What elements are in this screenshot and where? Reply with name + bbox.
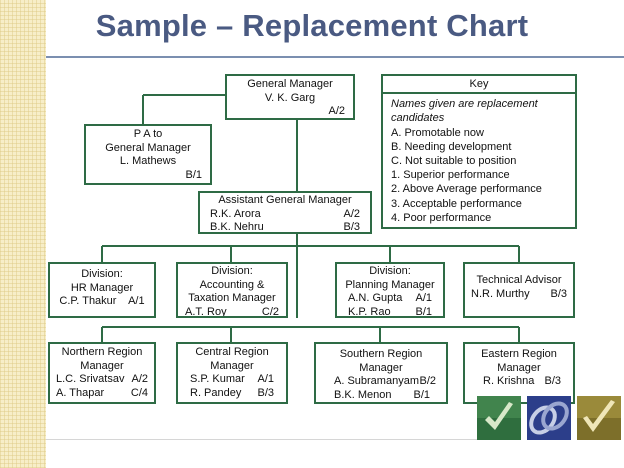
division-candidate-grade: A/1 xyxy=(128,295,145,307)
region-candidate-name: R. Krishna xyxy=(483,375,535,387)
division-candidate-grade: A/1 xyxy=(415,292,432,304)
decorative-logo-tiles xyxy=(477,396,621,440)
pa-grade: B/1 xyxy=(185,168,202,181)
box-key: Key Names given are replacement candidat… xyxy=(381,74,577,229)
region-candidate-grade: B/3 xyxy=(257,386,274,399)
agm-candidate: B.K. Nehru B/3 xyxy=(210,221,360,233)
region-candidate: R. Krishna B/3 xyxy=(477,375,561,389)
region-candidate-grade: A/1 xyxy=(257,373,274,385)
division-candidate-name: K.P. Rao xyxy=(348,305,391,318)
region-candidate-grade: B/3 xyxy=(544,375,561,387)
region-candidate: A. Thapar C/4 xyxy=(56,387,148,401)
region-line1: Northern Region xyxy=(61,346,143,358)
division-candidate-name: N.R. Murthy xyxy=(471,287,530,300)
division-candidate-grade: B/3 xyxy=(550,287,567,300)
region-candidate-grade: A/2 xyxy=(131,373,148,385)
box-southern-region: Southern Region Manager A. Subramanyam B… xyxy=(314,342,448,404)
region-candidate: S.P. Kumar A/1 xyxy=(190,373,274,387)
division-line1: Division: xyxy=(211,265,253,277)
region-line2: Manager xyxy=(497,361,541,374)
key-item: 2. Above Average performance xyxy=(391,183,542,196)
region-candidate: L.C. Srivatsav A/2 xyxy=(56,373,148,387)
division-candidate-name: A.N. Gupta xyxy=(348,292,403,304)
region-candidate-name: S.P. Kumar xyxy=(190,373,245,385)
agm-role: Assistant General Manager xyxy=(218,194,352,206)
key-item: 4. Poor performance xyxy=(391,211,492,224)
region-candidate: R. Pandey B/3 xyxy=(190,387,274,401)
box-general-manager: General Manager V. K. Garg A/2 xyxy=(225,74,355,120)
division-line1: Technical Advisor xyxy=(476,274,562,286)
region-candidate-grade: B/2 xyxy=(419,375,436,387)
region-candidate-name: A. Thapar xyxy=(56,386,105,399)
gm-name: V. K. Garg xyxy=(264,91,316,104)
region-candidate: A. Subramanyam B/2 xyxy=(326,375,436,389)
agm-candidate-grade: A/2 xyxy=(343,207,360,220)
box-division-accounting: Division: Accounting & Taxation Manager … xyxy=(176,262,288,318)
checkmark-icon xyxy=(477,396,521,440)
region-candidate-name: L.C. Srivatsav xyxy=(56,373,125,385)
agm-candidate-name: B.K. Nehru xyxy=(210,221,264,233)
box-division-planning: Division: Planning Manager A.N. Gupta A/… xyxy=(335,262,445,318)
box-assistant-gm: Assistant General Manager R.K. Arora A/2… xyxy=(198,191,372,234)
footer-divider xyxy=(46,439,486,440)
division-line1: Division: xyxy=(81,268,123,280)
gm-role: General Manager xyxy=(247,78,333,90)
pa-name: L. Mathews xyxy=(119,155,177,167)
division-candidate: A.T. Roy C/2 xyxy=(181,305,283,318)
region-line2: Manager xyxy=(210,359,254,372)
decorative-left-stripe xyxy=(0,0,46,468)
region-line2: Manager xyxy=(80,359,124,372)
region-candidate-name: A. Subramanyam xyxy=(334,375,419,387)
key-item: A. Promotable now xyxy=(391,126,484,139)
title-divider xyxy=(46,56,624,58)
pencil-check-icon xyxy=(577,396,621,440)
pa-role-line1: P A to xyxy=(133,128,163,140)
region-line1: Eastern Region xyxy=(481,348,557,360)
key-item: B. Needing development xyxy=(391,140,512,153)
region-candidate-grade: C/4 xyxy=(130,386,148,399)
key-item: C. Not suitable to position xyxy=(391,155,517,168)
division-line2: Accounting & xyxy=(199,278,265,291)
box-division-hr: Division: HR Manager C.P. Thakur A/1 xyxy=(48,262,156,318)
division-candidate-grade: C/2 xyxy=(261,305,279,318)
region-line1: Central Region xyxy=(195,346,269,358)
key-note: Names given are replacement candidates xyxy=(391,98,538,125)
gm-grade: A/2 xyxy=(328,105,345,117)
agm-candidate-name: R.K. Arora xyxy=(210,207,261,220)
key-header: Key xyxy=(383,76,575,95)
region-line1: Southern Region Manager xyxy=(339,348,423,374)
box-technical-advisor: Technical Advisor N.R. Murthy B/3 xyxy=(463,262,575,318)
division-candidate: N.R. Murthy B/3 xyxy=(471,288,567,302)
division-line2: Planning Manager xyxy=(345,278,435,291)
box-northern-region: Northern Region Manager L.C. Srivatsav A… xyxy=(48,342,156,404)
division-candidate-name: A.T. Roy xyxy=(185,305,227,318)
agm-candidate-grade: B/3 xyxy=(343,221,360,233)
region-candidate: B.K. Menon B/1 xyxy=(326,389,436,403)
box-pa-to-gm: P A to General Manager L. Mathews B/1 xyxy=(84,124,212,185)
pa-role-line2: General Manager xyxy=(105,141,191,154)
region-candidate-name: R. Pandey xyxy=(190,386,242,399)
box-eastern-region: Eastern Region Manager R. Krishna B/3 xyxy=(463,342,575,404)
division-line2: HR Manager xyxy=(70,281,134,294)
region-candidate-name: B.K. Menon xyxy=(334,388,392,401)
page-title: Sample – Replacement Chart xyxy=(95,8,529,43)
division-candidate-name: C.P. Thakur xyxy=(59,295,117,307)
key-item: 3. Acceptable performance xyxy=(391,197,522,210)
division-line3: Taxation Manager xyxy=(188,292,276,304)
division-candidate: C.P. Thakur A/1 xyxy=(53,295,151,309)
region-candidate-grade: B/1 xyxy=(413,388,430,401)
agm-candidate: R.K. Arora A/2 xyxy=(210,208,360,222)
box-central-region: Central Region Manager S.P. Kumar A/1 R.… xyxy=(176,342,288,404)
division-candidate: K.P. Rao B/1 xyxy=(340,305,440,318)
division-line1: Division: xyxy=(369,265,411,277)
division-candidate: A.N. Gupta A/1 xyxy=(340,292,440,306)
key-item: 1. Superior performance xyxy=(391,169,510,182)
division-candidate-grade: B/1 xyxy=(415,305,432,318)
chain-link-icon xyxy=(527,396,571,440)
